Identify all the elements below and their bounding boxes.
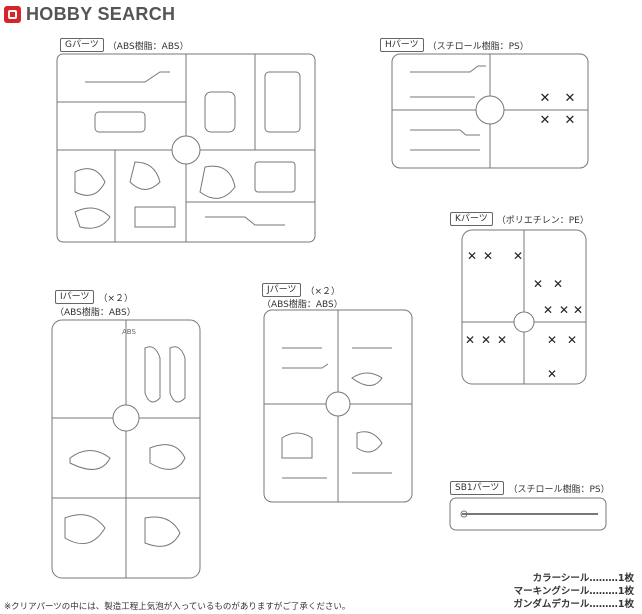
cross-mark: ✕ — [547, 367, 557, 381]
runner-k-diagram: ✕ ✕ ✕ ✕ ✕ ✕ ✕ ✕ ✕ ✕ ✕ ✕ ✕ ✕ — [461, 229, 587, 385]
sticker-item: カラーシール………1枚 — [532, 573, 634, 584]
footnote: ※クリアパーツの中には、製造工程上気泡が入っているものがありますがご了承ください… — [4, 602, 351, 612]
runner-i-diagram: ABS — [51, 319, 201, 579]
runner-g-label: Gパーツ （ABS樹脂：ABS） — [60, 38, 189, 52]
runner-h-material: （スチロール樹脂：PS） — [427, 41, 529, 52]
sticker-list: カラーシール………1枚 マーキングシール………1枚 ガンダムデカール………1枚 — [513, 572, 634, 611]
cross-mark: ✕ — [565, 91, 576, 106]
cross-mark: ✕ — [467, 249, 477, 263]
runner-h-diagram: ✕ ✕ ✕ ✕ — [391, 53, 589, 169]
cross-mark: ✕ — [540, 91, 551, 106]
logo: HOBBY SEARCH — [4, 4, 175, 25]
runner-sb1-material: （スチロール樹脂：PS） — [508, 484, 610, 495]
runner-j-tag: Jパーツ — [262, 283, 302, 297]
runner-i-plate-mark: ABS — [122, 328, 136, 336]
runner-i-count: （×２） — [98, 293, 134, 304]
runner-sb1-label: SB1パーツ （スチロール樹脂：PS） — [450, 481, 610, 495]
runner-sb1-tag: SB1パーツ — [450, 481, 505, 495]
runner-j-diagram — [263, 309, 413, 503]
runner-j-label: Jパーツ （×２） — [262, 283, 340, 297]
runner-i-material: （ABS樹脂：ABS） — [55, 308, 136, 318]
cross-mark: ✕ — [547, 333, 557, 347]
cross-mark: ✕ — [481, 333, 491, 347]
cross-mark: ✕ — [559, 303, 569, 317]
runner-g-tag: Gパーツ — [60, 38, 104, 52]
sticker-item: マーキングシール………1枚 — [513, 586, 634, 597]
cross-mark: ✕ — [533, 277, 543, 291]
cross-mark: ✕ — [565, 113, 576, 128]
cross-mark: ✕ — [540, 113, 551, 128]
cross-mark: ✕ — [567, 333, 577, 347]
cross-mark: ✕ — [513, 249, 523, 263]
cross-mark: ✕ — [543, 303, 553, 317]
runner-h-label: Hパーツ （スチロール樹脂：PS） — [380, 38, 529, 52]
runner-i-tag: Iパーツ — [55, 290, 95, 304]
runner-k-material: （ポリエチレン：PE） — [496, 215, 589, 226]
runner-i-label: Iパーツ （×２） — [55, 290, 133, 304]
cross-mark: ✕ — [553, 277, 563, 291]
runner-j-material: （ABS樹脂：ABS） — [262, 300, 343, 310]
sticker-item: ガンダムデカール………1枚 — [513, 599, 634, 610]
cross-mark: ✕ — [573, 303, 583, 317]
logo-text: HOBBY SEARCH — [26, 4, 176, 24]
runner-k-tag: Kパーツ — [450, 212, 493, 226]
runner-h-tag: Hパーツ — [380, 38, 424, 52]
runner-k-label: Kパーツ （ポリエチレン：PE） — [450, 212, 589, 226]
logo-icon — [4, 6, 21, 23]
runner-g-material: （ABS樹脂：ABS） — [107, 41, 189, 52]
cross-mark: ✕ — [497, 333, 507, 347]
cross-mark: ✕ — [483, 249, 493, 263]
cross-mark: ✕ — [465, 333, 475, 347]
runner-g-diagram — [56, 53, 316, 243]
runner-j-count: （×２） — [305, 286, 341, 297]
runner-sb1-diagram — [449, 497, 607, 531]
